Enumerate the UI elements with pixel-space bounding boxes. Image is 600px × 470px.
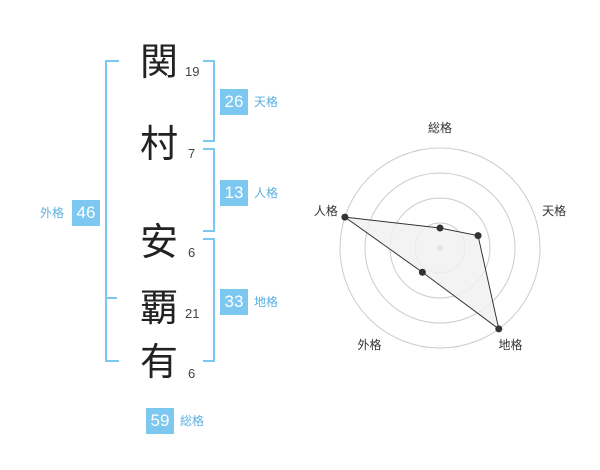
soukaku-value: 59	[146, 408, 174, 434]
radar-point-5	[341, 213, 349, 221]
soukaku-label: 総格	[180, 414, 205, 428]
jinkaku-label: 人格	[254, 186, 279, 200]
radar-axis-label: 総格	[428, 120, 452, 135]
radar-point-1	[436, 224, 444, 232]
radar-point-3	[495, 325, 503, 333]
radar-axis-label: 人格	[314, 203, 338, 218]
radar-axis-label: 外格	[357, 337, 381, 352]
stroke-count-2: 7	[188, 146, 196, 161]
chikaku-label: 地格	[254, 295, 279, 309]
stroke-count-1: 19	[185, 64, 200, 79]
tenkaku-value: 26	[220, 89, 248, 115]
gaikaku-label: 外格	[40, 206, 65, 220]
name-char-2: 村	[140, 122, 179, 166]
radar-point-2	[474, 232, 482, 240]
radar-point-4	[418, 268, 426, 276]
gaikaku-value: 46	[72, 200, 100, 226]
gaikaku-bracket	[105, 60, 119, 362]
gaikaku-bracket-mid	[105, 297, 117, 299]
radar-axis-label: 地格	[499, 337, 523, 352]
chikaku-bracket	[203, 238, 215, 362]
tenkaku-bracket	[203, 60, 215, 142]
jinkaku-value: 13	[220, 180, 248, 206]
radar-axis-label: 天格	[542, 203, 566, 218]
jinkaku-bracket	[203, 148, 215, 232]
stroke-count-5: 6	[188, 366, 196, 381]
stroke-count-3: 6	[188, 245, 196, 260]
name-char-3: 安	[140, 220, 179, 264]
name-char-1: 関	[140, 40, 179, 84]
stroke-count-4: 21	[185, 306, 200, 321]
radar-grid-ring	[364, 172, 516, 324]
tenkaku-label: 天格	[254, 95, 279, 109]
radar-series-polygon	[344, 216, 500, 331]
name-char-5: 有	[140, 340, 179, 384]
name-char-4: 覇	[140, 286, 179, 330]
radar-grid-ring	[339, 147, 541, 349]
chikaku-value: 33	[220, 289, 248, 315]
